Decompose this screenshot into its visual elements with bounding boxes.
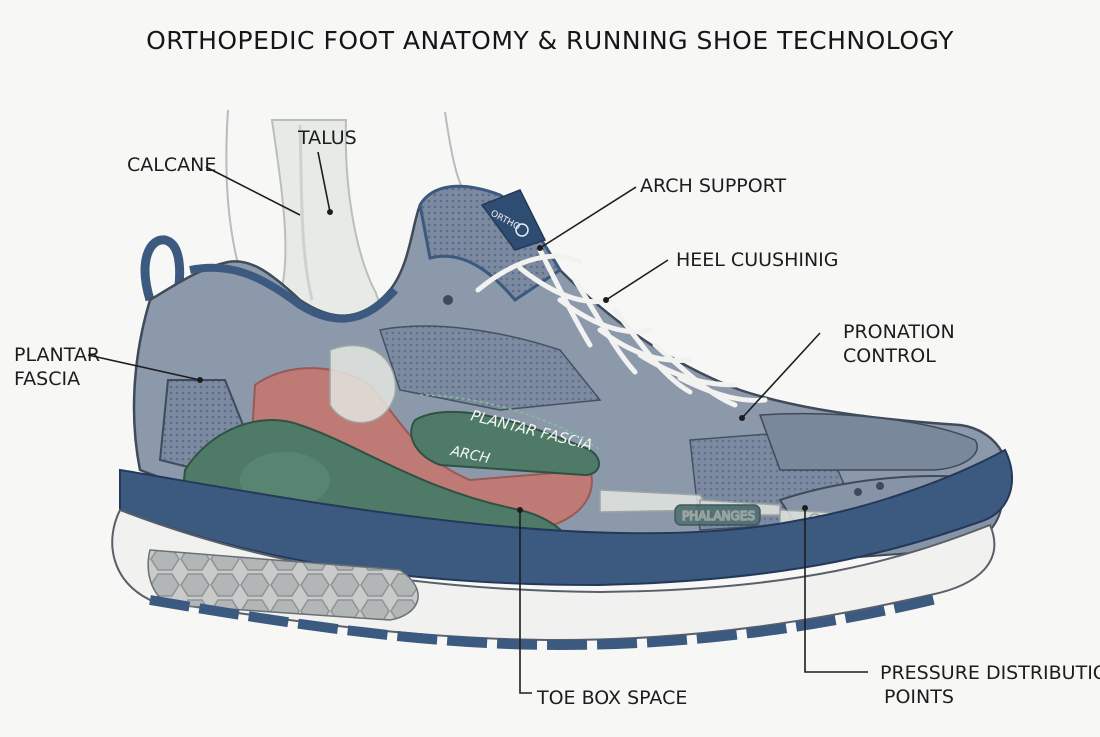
pronation-control-marker [739, 415, 745, 421]
brand-logo-icon [515, 223, 529, 237]
heel-cushioning-marker [603, 297, 609, 303]
toe-box-marker [517, 507, 523, 513]
talus-marker [327, 209, 333, 215]
label-calcane: CALCANE [127, 154, 217, 176]
label-pronation-control-line2: CONTROL [843, 345, 936, 367]
plantar-fascia-marker [197, 377, 203, 383]
pressure-points-marker [802, 505, 808, 511]
label-plantar-fascia: PLANTAR FASCIA [14, 343, 100, 391]
label-plantar-fascia-line2: FASCIA [14, 368, 81, 390]
label-heel-cushioning: HEEL CUUSHINIG [676, 249, 839, 271]
label-talus: TALUS [298, 127, 357, 149]
label-pressure-distribution-line1: PRESSURE DISTRIBUTION [880, 662, 1100, 684]
inner-label-phalanges: PHALANGES [682, 509, 755, 523]
leader-lines [87, 151, 868, 694]
label-pronation-control: PRONATION CONTROL [843, 320, 955, 368]
arch-support-marker [537, 245, 543, 251]
label-pressure-distribution-line2: POINTS [884, 686, 954, 708]
label-toe-box-space: TOE BOX SPACE [537, 687, 688, 709]
sole [111, 448, 1014, 651]
label-pressure-distribution: PRESSURE DISTRIBUTION POINTS [880, 661, 1100, 709]
label-pronation-control-line1: PRONATION [843, 321, 955, 343]
label-plantar-fascia-line1: PLANTAR [14, 344, 101, 366]
heel-pull-loop [140, 235, 185, 306]
label-arch-support: ARCH SUPPORT [640, 175, 787, 197]
page-title: ORTHOPEDIC FOOT ANATOMY & RUNNING SHOE T… [146, 26, 954, 55]
leader-dots [197, 209, 808, 513]
